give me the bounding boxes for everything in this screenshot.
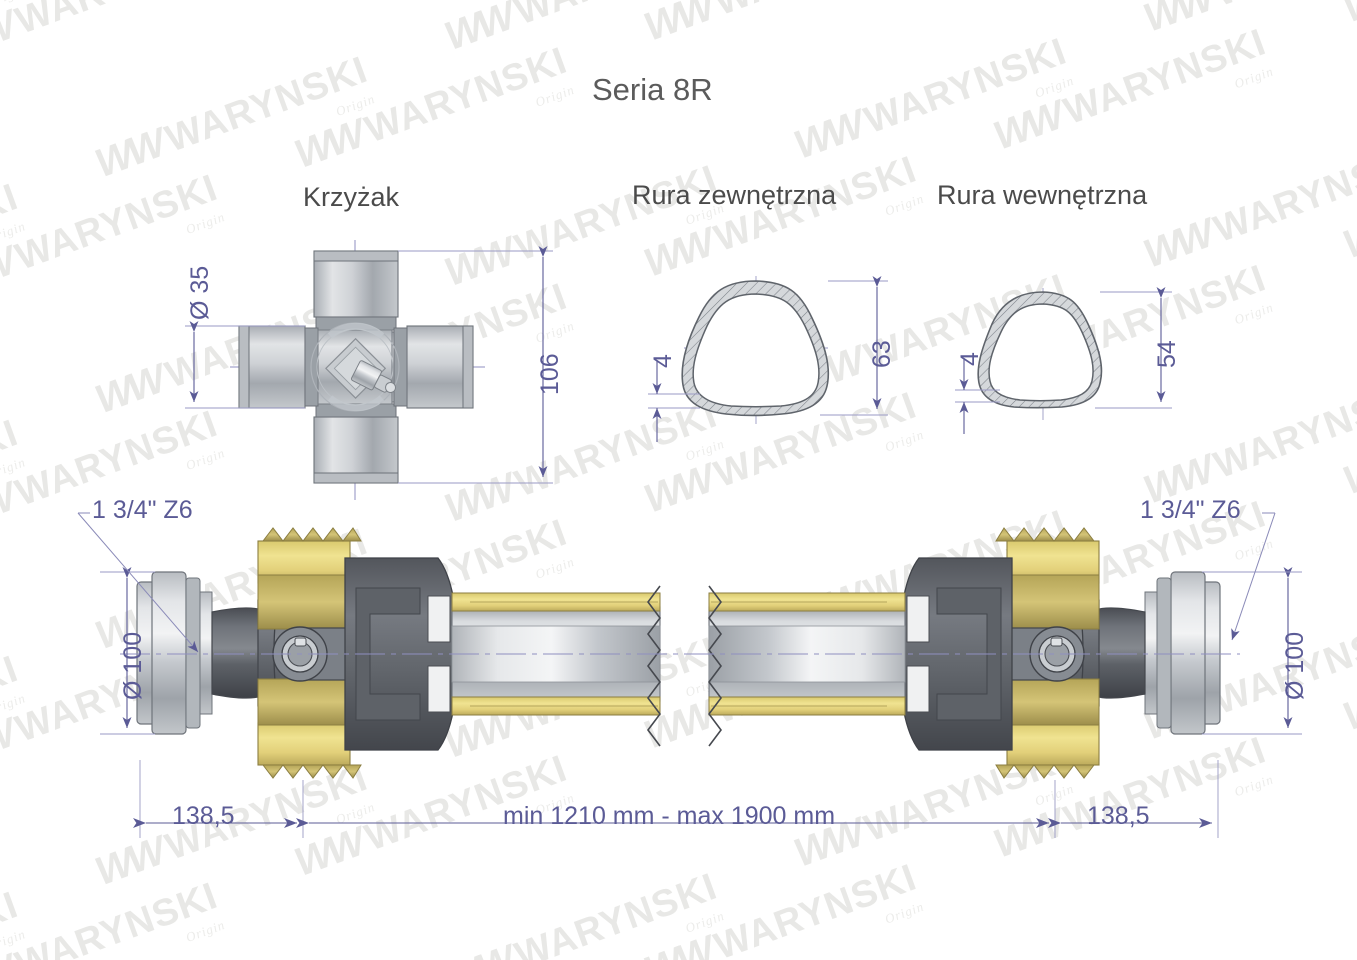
outer-tube-dimensions xyxy=(648,276,888,442)
dim-yoke-left-length: 138,5 xyxy=(172,802,235,830)
dim-diameter-right: Ø 100 xyxy=(1281,631,1309,700)
left-end-cap xyxy=(136,571,213,735)
label-spline-left: 1 3/4" Z6 xyxy=(92,496,193,524)
left-half-assembly xyxy=(136,527,661,779)
label-spline-right: 1 3/4" Z6 xyxy=(1140,496,1241,524)
dim-outer-tube-size: 63 xyxy=(868,340,896,368)
cross-dimensions xyxy=(185,246,553,484)
right-end-cap xyxy=(1144,571,1221,735)
assembly-dimensions xyxy=(77,512,1302,838)
inner-tube-drawing xyxy=(977,288,1103,420)
dim-inner-tube-size: 54 xyxy=(1153,340,1181,368)
cross-drawing xyxy=(230,240,485,500)
section-label-outer-tube: Rura zewnętrzna xyxy=(632,180,837,210)
page-title: Seria 8R xyxy=(592,72,713,107)
dim-inner-tube-wall: 4 xyxy=(956,352,984,366)
right-guard-flange xyxy=(995,527,1100,779)
dim-outer-tube-wall: 4 xyxy=(649,354,677,368)
section-label-inner-tube: Rura wewnętrzna xyxy=(937,180,1148,210)
section-label-cross: Krzyżak xyxy=(303,182,400,212)
dim-cross-length: 106 xyxy=(536,353,564,395)
dim-diameter-left: Ø 100 xyxy=(119,631,147,700)
outer-tube-drawing xyxy=(681,276,830,424)
dim-cross-diameter: Ø 35 xyxy=(186,265,214,320)
left-guard-flange xyxy=(257,527,362,779)
pto-shaft-assembly xyxy=(120,527,1240,779)
dim-yoke-right-length: 138,5 xyxy=(1087,802,1150,830)
inner-tube-dimensions xyxy=(955,287,1172,434)
dim-overall-length: min 1210 mm - max 1900 mm xyxy=(503,802,836,830)
right-half-assembly xyxy=(708,527,1221,779)
